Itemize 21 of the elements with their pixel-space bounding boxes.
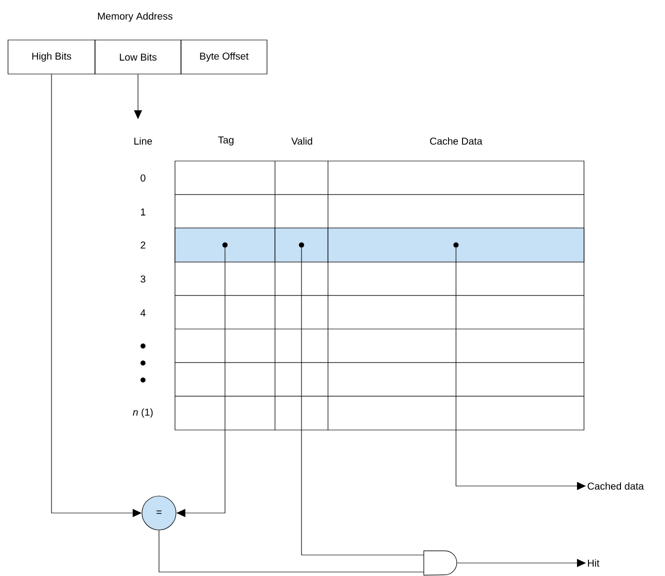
table-cell (274, 228, 328, 262)
column-header: Line (134, 137, 152, 145)
connector (301, 247, 424, 556)
title: Memory Address (98, 12, 172, 22)
table-cell (174, 228, 276, 262)
row-number: 0 (140, 174, 146, 182)
address-field: Low Bits (94, 40, 182, 74)
column-header: Valid (291, 137, 312, 145)
address-field: High Bits (8, 40, 96, 74)
output-label: Cached data (588, 482, 644, 490)
connector (158, 530, 424, 572)
column-header: Cache Data (430, 137, 482, 145)
row-number: 4 (140, 310, 146, 316)
row-number: 1 (141, 208, 146, 216)
and-gate (424, 550, 458, 576)
output-label: Hit (588, 559, 600, 567)
address-field: Byte Offset (180, 40, 268, 74)
row-number: 3 (140, 275, 146, 283)
row-number: 2 (140, 242, 146, 248)
column-header: Tag (218, 136, 234, 146)
row-number: n (1) (132, 408, 153, 418)
